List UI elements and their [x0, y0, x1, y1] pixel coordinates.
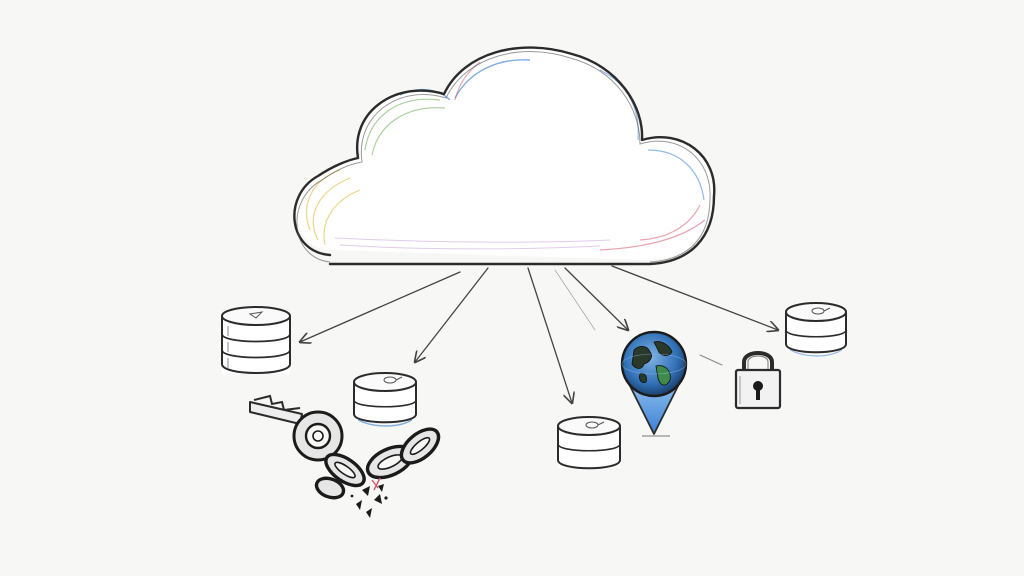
database-icon [557, 416, 621, 470]
arrow-to-db-right [611, 265, 778, 330]
arrow-to-db-middle-left [415, 267, 489, 362]
padlock-icon [734, 351, 782, 410]
arrow-to-location-pin [564, 267, 628, 330]
arrow-to-db-left-stack [300, 271, 461, 342]
globe-pin-icon [620, 330, 688, 437]
break-fragments [350, 484, 388, 518]
database-icon [785, 302, 847, 357]
connection-arrows [300, 265, 778, 403]
cloud-icon [293, 46, 716, 266]
database-icon [221, 306, 291, 374]
key-icon [249, 394, 344, 462]
chain-icon [314, 427, 441, 500]
database-icon [353, 372, 417, 427]
arrow-to-db-center [527, 267, 572, 403]
key-and-broken-chain-icon [249, 394, 441, 518]
